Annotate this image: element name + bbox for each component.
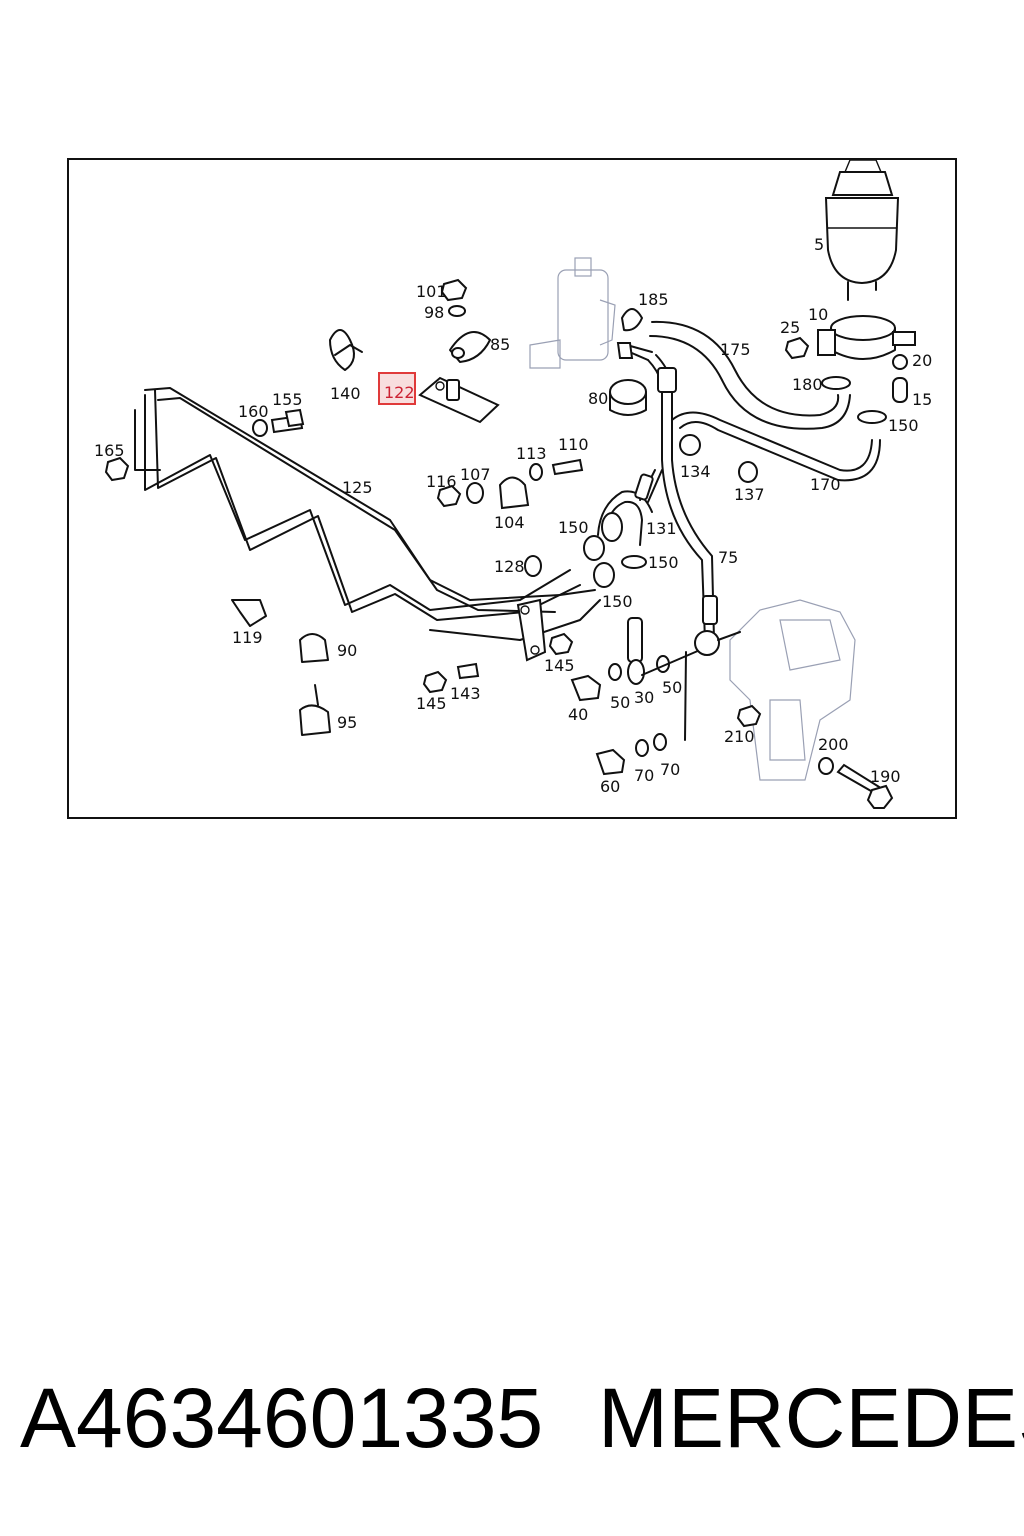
label-160: 160 <box>238 402 269 421</box>
label-190: 190 <box>870 767 901 786</box>
label-95: 95 <box>337 713 357 732</box>
label-110: 110 <box>558 435 589 454</box>
label-180: 180 <box>792 375 823 394</box>
label-101: 101 <box>416 282 447 301</box>
steering-gear-outline <box>729 599 856 781</box>
label-145-left: 145 <box>416 694 447 713</box>
highlight-box <box>378 372 416 405</box>
label-70-a: 70 <box>634 766 654 785</box>
label-85: 85 <box>490 335 510 354</box>
label-104: 104 <box>494 513 525 532</box>
label-60: 60 <box>600 777 620 796</box>
label-98: 98 <box>424 303 444 322</box>
bracket-145 <box>516 598 547 662</box>
label-20: 20 <box>912 351 932 370</box>
pump-outline <box>529 257 616 369</box>
label-150-b: 150 <box>648 553 679 572</box>
label-150-right: 150 <box>888 416 919 435</box>
label-116: 116 <box>426 472 457 491</box>
part-labels: 5 10 25 20 15 150 170 175 180 185 101 98… <box>94 235 932 796</box>
brand-name: MERCEDES <box>598 1371 1024 1465</box>
label-25: 25 <box>780 318 800 337</box>
label-128: 128 <box>494 557 525 576</box>
label-90: 90 <box>337 641 357 660</box>
label-140: 140 <box>330 384 361 403</box>
label-5: 5 <box>814 235 824 254</box>
label-143: 143 <box>450 684 481 703</box>
label-200: 200 <box>818 735 849 754</box>
label-10: 10 <box>808 305 828 324</box>
label-210: 210 <box>724 727 755 746</box>
label-30: 30 <box>634 688 654 707</box>
label-122: 122 <box>384 383 415 402</box>
pipe-170 <box>671 411 881 482</box>
label-170: 170 <box>810 475 841 494</box>
pipe-125 <box>134 387 601 641</box>
label-137: 137 <box>734 485 765 504</box>
label-155: 155 <box>272 390 303 409</box>
reservoir <box>824 159 900 301</box>
label-125: 125 <box>342 478 373 497</box>
label-175: 175 <box>720 340 751 359</box>
label-150-a: 150 <box>558 518 589 537</box>
label-50-b: 50 <box>662 678 682 697</box>
label-113: 113 <box>516 444 547 463</box>
clamp-10 <box>817 315 916 360</box>
label-107: 107 <box>460 465 491 484</box>
footer: A4634601335 MERCEDES <box>20 1370 1024 1470</box>
label-80: 80 <box>588 389 608 408</box>
label-185: 185 <box>638 290 669 309</box>
label-150-c: 150 <box>602 592 633 611</box>
label-119: 119 <box>232 628 263 647</box>
label-40: 40 <box>568 705 588 724</box>
label-15: 15 <box>912 390 932 409</box>
label-50-a: 50 <box>610 693 630 712</box>
part-number: A4634601335 <box>20 1371 544 1465</box>
label-134: 134 <box>680 462 711 481</box>
label-131: 131 <box>646 519 677 538</box>
label-70-b: 70 <box>660 760 680 779</box>
label-165: 165 <box>94 441 125 460</box>
pipe-75 <box>616 342 718 641</box>
label-75: 75 <box>718 548 738 567</box>
hose-131 <box>597 469 663 546</box>
label-145-right: 145 <box>544 656 575 675</box>
small-parts <box>104 278 908 809</box>
diagram-frame <box>67 158 957 819</box>
hose-175 <box>649 320 851 430</box>
